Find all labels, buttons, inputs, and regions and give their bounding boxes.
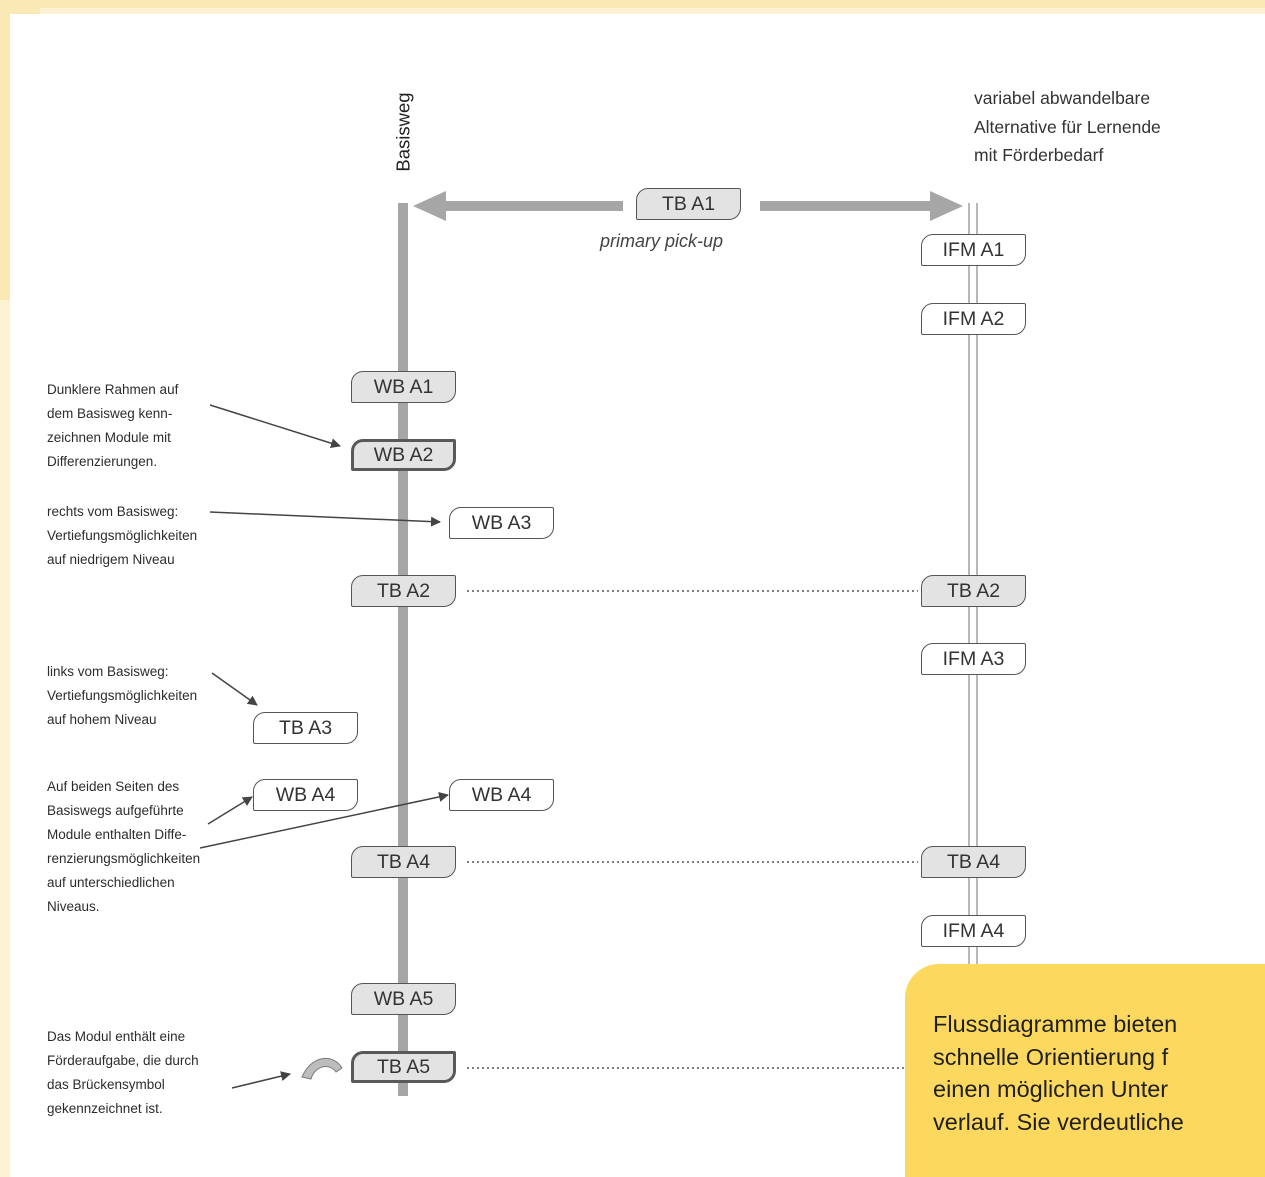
annotation-arrow-both-sides-right: [199, 791, 449, 849]
module-tb-a2-alternative: TB A2: [921, 575, 1026, 607]
note-line: das Brückensymbol: [47, 1077, 165, 1092]
callout-line: Flussdiagramme bieten: [933, 1011, 1178, 1037]
note-line: auf niedrigem Niveau: [47, 552, 175, 567]
module-wb-a1: WB A1: [351, 371, 456, 403]
pickup-arrowhead-right: [930, 191, 963, 221]
note-line: rechts vom Basisweg:: [47, 504, 179, 519]
note-line: Niveaus.: [47, 899, 100, 914]
module-wb-a2: WB A2: [351, 439, 456, 471]
note-darker-frames: Dunklere Rahmen auf dem Basisweg kenn- z…: [47, 378, 178, 474]
pickup-label: primary pick-up: [600, 231, 724, 251]
module-tb-a4: TB A4: [351, 846, 456, 878]
module-tb-a5: TB A5: [351, 1051, 456, 1083]
alternative-track-title: variabel abwandelbare Alternative für Le…: [974, 84, 1161, 170]
alternative-title-line: mit Förderbedarf: [974, 145, 1104, 165]
module-ifm-a3: IFM A3: [921, 643, 1026, 675]
annotation-arrow-bridge: [231, 1071, 291, 1089]
module-tb-a2: TB A2: [351, 575, 456, 607]
annotation-arrow-darker-frames: [209, 404, 341, 449]
note-line: Auf beiden Seiten des: [47, 779, 180, 794]
module-tb-a3: TB A3: [253, 712, 358, 744]
note-line: Vertiefungsmöglichkeiten: [47, 688, 198, 703]
info-callout: Flussdiagramme bieten schnelle Orientier…: [905, 964, 1265, 1177]
alternative-title-line: variabel abwandelbare: [974, 88, 1151, 108]
module-tb-a1: TB A1: [636, 188, 741, 220]
note-line: links vom Basisweg:: [47, 664, 169, 679]
basisweg-label: Basisweg: [392, 92, 414, 172]
note-line: zeichnen Module mit: [47, 430, 171, 445]
note-bridge-symbol: Das Modul enthält eine Förderaufgabe, di…: [47, 1025, 199, 1121]
annotation-arrow-both-sides-left: [207, 796, 253, 825]
info-callout-text: Flussdiagramme bieten schnelle Orientier…: [905, 964, 1265, 1138]
annotation-arrow-right-of-path: [209, 511, 441, 527]
module-ifm-a4: IFM A4: [921, 915, 1026, 947]
note-line: dem Basisweg kenn-: [47, 406, 173, 421]
module-wb-a4-right: WB A4: [449, 779, 554, 811]
note-line: renzierungsmöglichkeiten: [47, 851, 201, 866]
basisweg-line: [398, 203, 408, 1096]
note-line: Das Modul enthält eine: [47, 1029, 186, 1044]
module-wb-a4-left: WB A4: [253, 779, 358, 811]
module-ifm-a2: IFM A2: [921, 303, 1026, 335]
note-line: Förderaufgabe, die durch: [47, 1053, 199, 1068]
note-left-of-path: links vom Basisweg: Vertiefungsmöglichke…: [47, 660, 197, 732]
note-line: Vertiefungsmöglichkeiten: [47, 528, 198, 543]
module-tb-a4-alternative: TB A4: [921, 846, 1026, 878]
callout-line: schnelle Orientierung f: [933, 1043, 1169, 1070]
callout-line: einen möglichen Unter: [933, 1076, 1169, 1102]
note-line: auf hohem Niveau: [47, 712, 157, 727]
note-right-of-path: rechts vom Basisweg: Vertiefungsmöglichk…: [47, 500, 197, 572]
callout-line: verlauf. Sie verdeutliche: [933, 1108, 1184, 1135]
pickup-arrowhead-left: [413, 191, 446, 221]
module-wb-a5: WB A5: [351, 983, 456, 1015]
note-line: Differenzierungen.: [47, 454, 158, 469]
module-ifm-a1: IFM A1: [921, 234, 1026, 266]
pickup-arrow-shaft-right: [760, 201, 932, 211]
note-line: gekennzeichnet ist.: [47, 1101, 163, 1116]
note-line: Module enthalten Diffe-: [47, 827, 187, 842]
annotation-arrow-left-of-path: [211, 672, 258, 706]
note-line: Basiswegs aufgeführte: [47, 803, 184, 818]
alternative-title-line: Alternative für Lernende: [974, 116, 1161, 137]
bridge-icon: [301, 1058, 343, 1080]
module-wb-a3: WB A3: [449, 507, 554, 539]
note-line: Dunklere Rahmen auf: [47, 382, 179, 397]
pickup-arrow-shaft-left: [445, 201, 623, 211]
note-line: auf unterschiedlichen: [47, 875, 175, 890]
note-both-sides: Auf beiden Seiten des Basiswegs aufgefüh…: [47, 775, 200, 919]
background-band-top: [0, 0, 1265, 8]
